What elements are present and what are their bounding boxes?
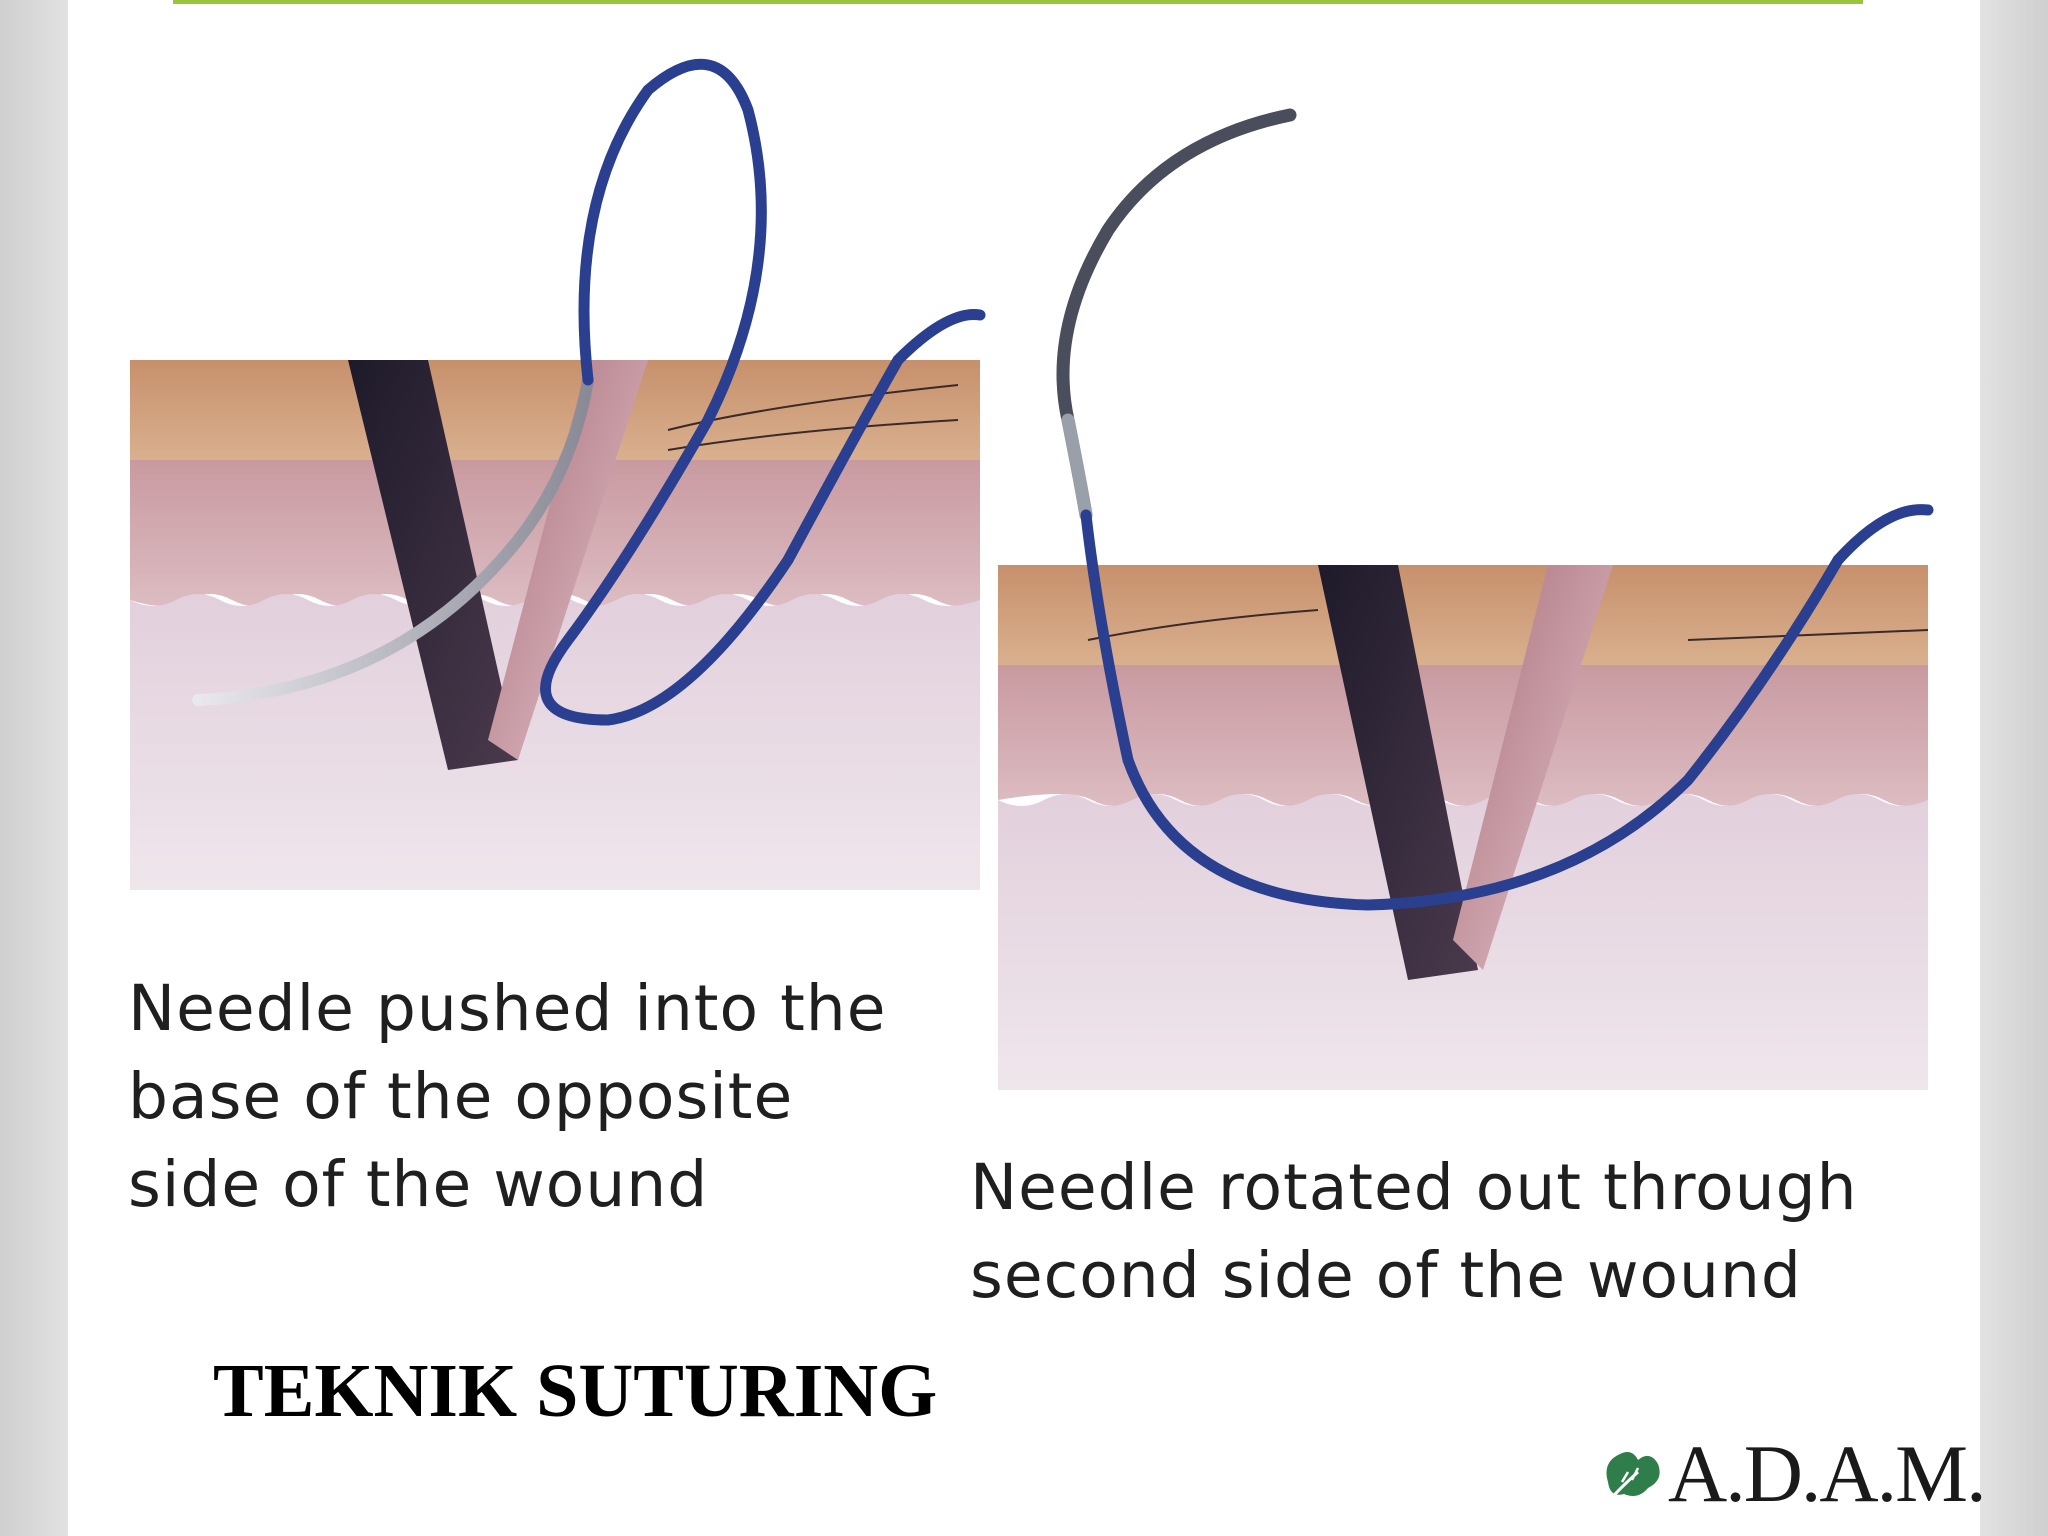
logo-text: A.D.A.M. (1668, 1428, 1987, 1519)
epidermis-layer (130, 360, 980, 460)
caption-line: Needle pushed into the (128, 972, 887, 1045)
suture-thread-right (1080, 504, 1934, 911)
accent-line (173, 0, 1863, 4)
slide-frame-left (0, 0, 68, 1536)
suture-thread-left (540, 58, 986, 726)
slide-frame-right (1980, 0, 2048, 1536)
slide-title: TEKNIK SUTURING (213, 1349, 938, 1433)
skin-block-right (998, 565, 1929, 1090)
epidermis-layer (998, 565, 1928, 665)
caption-line: base of the opposite (128, 1060, 794, 1133)
wound-wall-light (1453, 565, 1613, 970)
needle-left (192, 374, 594, 706)
caption-line: side of the wound (128, 1148, 709, 1221)
wound-wall-light (488, 360, 648, 760)
leaf-icon (1604, 1452, 1660, 1505)
caption-panel-1: Needle pushed into the base of the oppos… (128, 965, 1008, 1229)
wound-wall-dark (1318, 565, 1478, 980)
wound-wall-dark (348, 360, 518, 770)
needle-right (1056, 108, 1297, 522)
adam-logo: A.D.A.M. (1598, 1428, 1988, 1518)
caption-line: Needle rotated out through (970, 1151, 1858, 1224)
slide: Needle pushed into the base of the oppos… (68, 0, 1987, 1536)
caption-panel-2: Needle rotated out through second side o… (970, 1144, 1970, 1320)
caption-line: second side of the wound (970, 1239, 1802, 1312)
suturing-illustration (130, 58, 1934, 1090)
